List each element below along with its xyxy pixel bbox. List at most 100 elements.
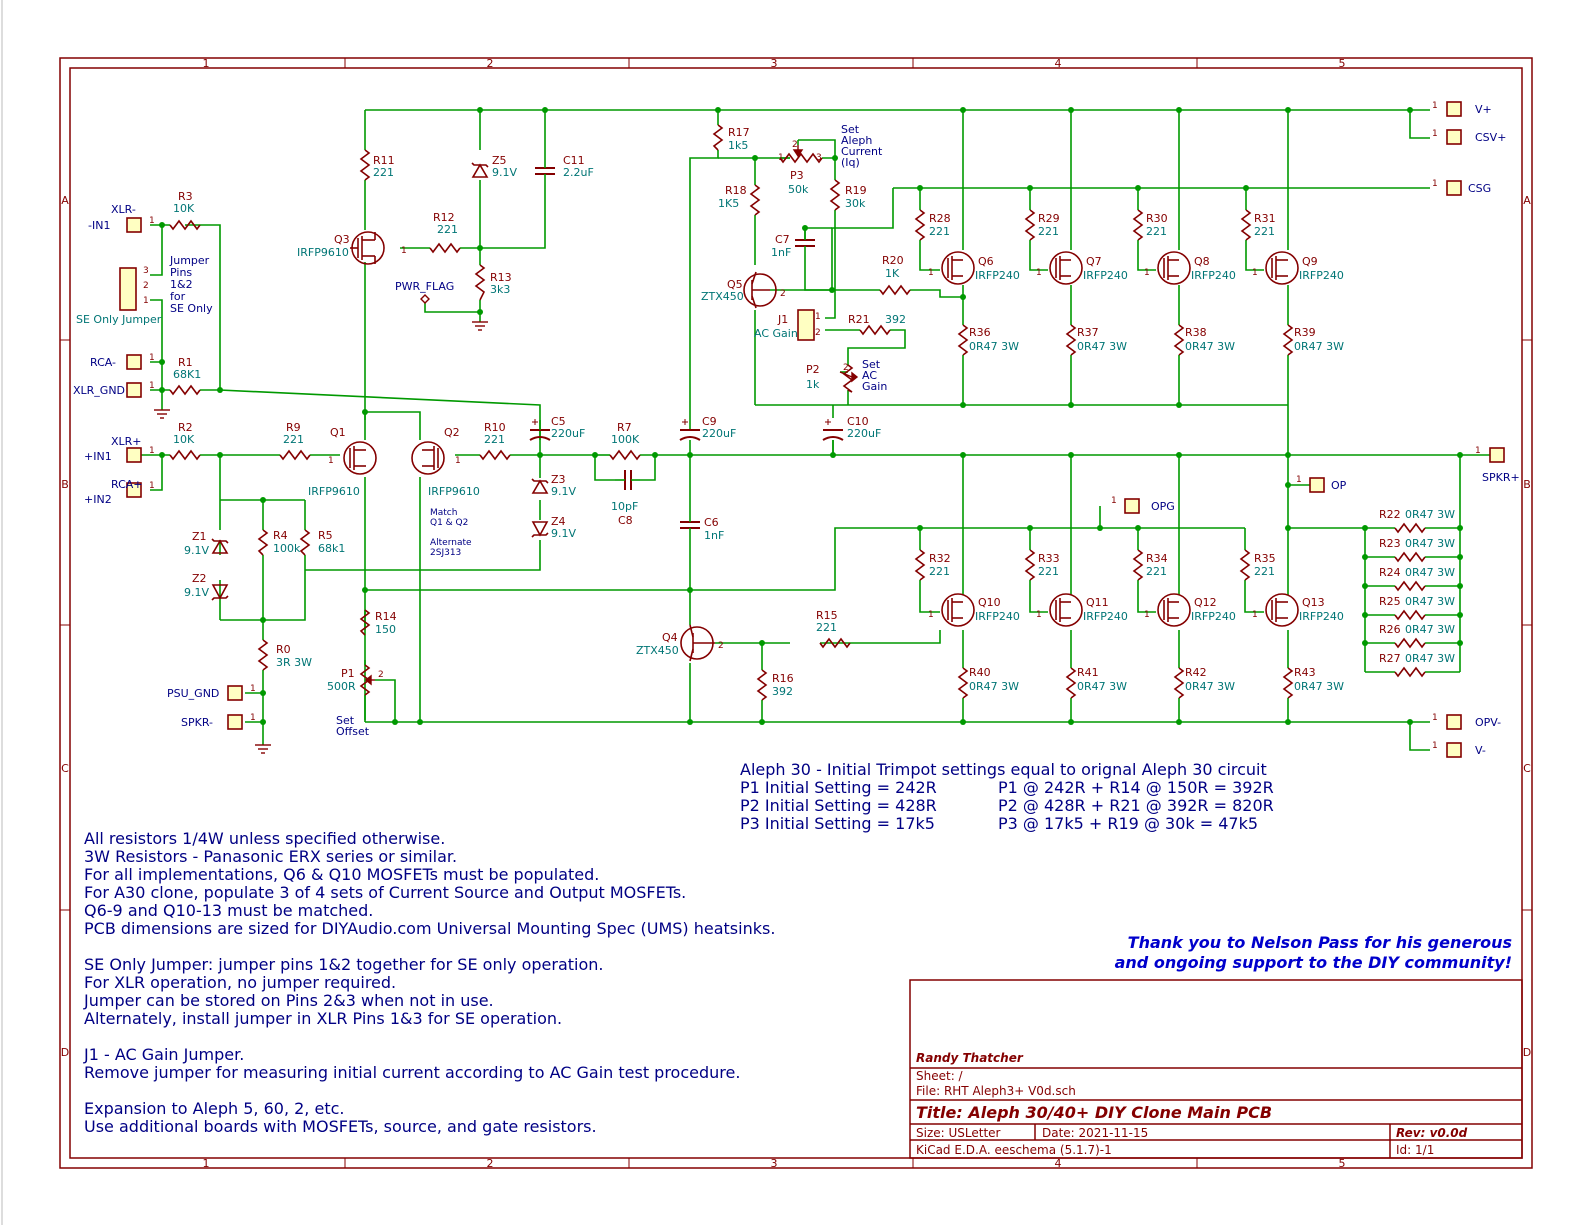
- r33-ref: R33: [1038, 552, 1060, 565]
- svg-text:2: 2: [792, 140, 798, 150]
- c8-ref: C8: [618, 514, 633, 527]
- note-3: For all implementations, Q6 & Q10 MOSFET…: [84, 865, 599, 884]
- grid-labels: 1 2 3 4 5 1 2 3 4 5 A B C D A B C D: [61, 57, 1531, 1170]
- r32-value: 221: [929, 565, 950, 578]
- r30-value: 221: [1146, 225, 1167, 238]
- set-offset-1: Set: [336, 714, 355, 727]
- grid-col-2-bottom: 2: [487, 1157, 494, 1170]
- r43-ref: R43: [1294, 666, 1316, 679]
- q10-ref: Q10: [978, 596, 1001, 609]
- r26-ref: R26: [1379, 623, 1401, 636]
- z2-value: 9.1V: [184, 586, 209, 599]
- r1-ref: R1: [178, 356, 193, 369]
- r24-ref: R24: [1379, 566, 1401, 579]
- c11-ref: C11: [563, 154, 585, 167]
- set-aleph-1: Set: [841, 123, 860, 136]
- grid-row-b: B: [61, 478, 69, 491]
- label-csg: CSG: [1468, 182, 1491, 195]
- label-psu-gnd: PSU_GND: [167, 687, 219, 700]
- r39-ref: R39: [1294, 326, 1316, 339]
- r37-ref: R37: [1077, 326, 1099, 339]
- match-note-2: Q1 & Q2: [430, 518, 468, 528]
- r10-value: 221: [484, 433, 505, 446]
- note-6: PCB dimensions are sized for DIYAudio.co…: [84, 919, 775, 938]
- q12-ref: Q12: [1194, 596, 1217, 609]
- svg-text:1: 1: [143, 296, 149, 306]
- svg-text:1: 1: [928, 610, 934, 620]
- r0-ref: R0: [276, 643, 291, 656]
- r29-ref: R29: [1038, 212, 1060, 225]
- r1-value: 68K1: [173, 368, 201, 381]
- r17-value: 1k5: [728, 139, 748, 152]
- r5-ref: R5: [318, 529, 333, 542]
- c7-ref: C7: [775, 233, 790, 246]
- q1-ref: Q1: [330, 426, 346, 439]
- svg-text:1: 1: [1432, 179, 1438, 189]
- note-13: Expansion to Aleph 5, 60, 2, etc.: [84, 1099, 344, 1118]
- q1-value: IRFP9610: [308, 485, 360, 498]
- note-10: Alternately, install jumper in XLR Pins …: [84, 1009, 562, 1028]
- thanks-line-1: Thank you to Nelson Pass for his generou…: [1128, 933, 1512, 952]
- tb-id: Id: 1/1: [1396, 1143, 1434, 1157]
- label-vminus: V-: [1475, 744, 1486, 757]
- label-rca-plus: RCA+: [111, 478, 143, 491]
- label-opg: OPG: [1151, 500, 1175, 513]
- c5-value: 220uF: [551, 427, 585, 440]
- r21-value: 392: [885, 313, 906, 326]
- svg-text:2: 2: [378, 670, 384, 680]
- note-11: J1 - AC Gain Jumper.: [83, 1045, 244, 1064]
- r9-value: 221: [283, 433, 304, 446]
- q5-ref: Q5: [727, 278, 743, 291]
- grid-row-c: C: [61, 762, 69, 775]
- grid-col-5-bottom: 5: [1339, 1157, 1346, 1170]
- q5-value: ZTX450: [701, 290, 744, 303]
- note-14: Use additional boards with MOSFETs, sour…: [84, 1117, 597, 1136]
- q8-value: IRFP240: [1191, 269, 1236, 282]
- note-4: For A30 clone, populate 3 of 4 sets of C…: [84, 883, 686, 902]
- note-12: Remove jumper for measuring initial curr…: [84, 1063, 740, 1082]
- svg-text:1: 1: [149, 381, 155, 391]
- z3-ref: Z3: [551, 473, 566, 486]
- grid-row-b-right: B: [1523, 478, 1531, 491]
- connector-pads: [119, 101, 1505, 758]
- grid-row-a: A: [61, 194, 69, 207]
- r18-value: 1K5: [718, 197, 739, 210]
- wires: [130, 109, 1490, 751]
- r38-ref: R38: [1185, 326, 1207, 339]
- zeners: [211, 162, 549, 601]
- c10-ref: C10: [847, 415, 869, 428]
- z5-value: 9.1V: [492, 166, 517, 179]
- c10-value: 220uF: [847, 427, 881, 440]
- c5-ref: C5: [551, 415, 566, 428]
- r13-value: 3k3: [490, 283, 510, 296]
- r12-value: 221: [437, 223, 458, 236]
- jumper-note-5: SE Only: [170, 302, 213, 315]
- label-rca-minus: RCA-: [90, 356, 116, 369]
- tb-author: Randy Thatcher: [916, 1051, 1024, 1065]
- r31-value: 221: [1254, 225, 1275, 238]
- r27-ref: R27: [1379, 652, 1401, 665]
- grid-row-d-right: D: [1523, 1046, 1531, 1059]
- svg-text:2: 2: [718, 641, 724, 651]
- grid-row-d: D: [61, 1046, 69, 1059]
- svg-text:1: 1: [1036, 610, 1042, 620]
- r34-ref: R34: [1146, 552, 1168, 565]
- trimpot-p3-calc: P3 @ 17k5 + R19 @ 30k = 47k5: [998, 814, 1258, 833]
- svg-text:1: 1: [1144, 268, 1150, 278]
- r43-value: 0R47 3W: [1294, 680, 1344, 693]
- svg-text:1: 1: [815, 312, 821, 322]
- r26-value: 0R47 3W: [1405, 623, 1455, 636]
- label-in1-plus: +IN1: [84, 450, 112, 463]
- r42-value: 0R47 3W: [1185, 680, 1235, 693]
- svg-text:1: 1: [1296, 475, 1302, 485]
- trimpot-p3: P3 Initial Setting = 17k5: [740, 814, 935, 833]
- c11-value: 2.2uF: [563, 166, 594, 179]
- alternate-note-2: 2SJ313: [430, 548, 461, 558]
- trimpot-p1-calc: P1 @ 242R + R14 @ 150R = 392R: [998, 778, 1274, 797]
- svg-text:1: 1: [149, 216, 155, 226]
- cap-leads: [539, 155, 806, 535]
- jumper-note-4: for: [170, 290, 186, 303]
